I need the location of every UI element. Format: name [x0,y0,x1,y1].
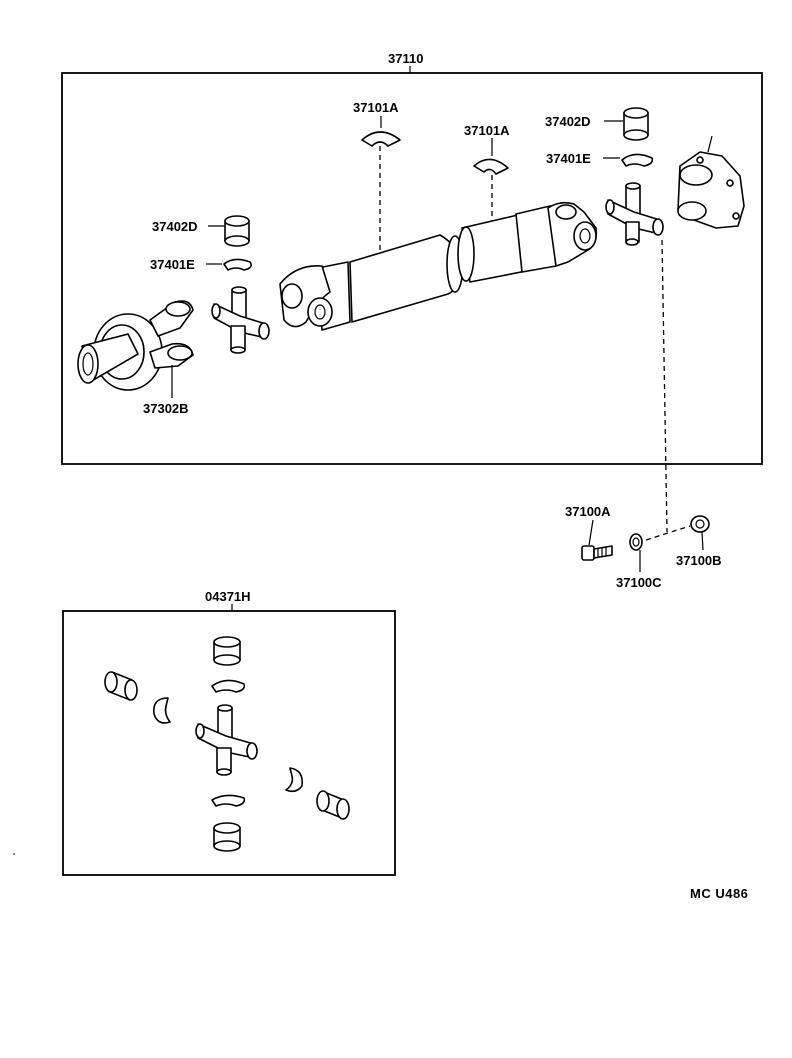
center-bearing-a-left-part[interactable] [361,131,401,147]
nut-part[interactable] [690,515,710,533]
bearing-cup-right-label[interactable]: 37402D [545,114,591,129]
kit-bearing-cup-bottom[interactable] [213,822,241,852]
nut-label[interactable]: 37100B [676,553,722,568]
bearing-cup-right-part[interactable] [623,107,649,141]
sleeve-yoke-part[interactable] [77,300,194,391]
spider-right-part[interactable] [605,182,664,246]
washer-part[interactable] [629,533,643,551]
bolt-part[interactable] [581,545,613,561]
center-bearing-a-right-part[interactable] [473,158,509,175]
scan-speck [13,853,15,855]
center-bearing-a-right-label[interactable]: 37101A [464,123,510,138]
propeller-shaft-rear-part[interactable] [457,201,598,283]
reference-code: MC U486 [690,886,748,901]
flange-yoke-part[interactable] [677,151,745,229]
spider-left-part[interactable] [211,286,270,354]
snap-ring-left-part[interactable] [223,258,252,271]
spider-kit-label[interactable]: 04371H [205,589,251,604]
kit-snap-ring-top[interactable] [211,679,246,693]
kit-bearing-cup-right[interactable] [316,790,350,820]
propeller-shaft-part[interactable] [279,234,464,331]
center-bearing-a-left-label[interactable]: 37101A [353,100,399,115]
snap-ring-right-part[interactable] [621,153,654,167]
kit-spider[interactable] [195,704,258,776]
bearing-cup-left-part[interactable] [224,215,250,247]
assembly-frame [61,72,763,465]
kit-bearing-cup-top[interactable] [213,636,241,666]
bearing-cup-left-label[interactable]: 37402D [152,219,198,234]
snap-ring-left-label[interactable]: 37401E [150,257,195,272]
washer-label[interactable]: 37100C [616,575,662,590]
kit-snap-ring-left[interactable] [152,697,171,724]
spider-kit-frame [62,610,396,876]
bolt-label[interactable]: 37100A [565,504,611,519]
assembly-label[interactable]: 37110 [388,51,423,66]
snap-ring-right-label[interactable]: 37401E [546,151,591,166]
kit-bearing-cup-left[interactable] [104,671,138,701]
kit-snap-ring-bottom[interactable] [211,794,246,807]
sleeve-yoke-label[interactable]: 37302B [143,401,189,416]
kit-snap-ring-right[interactable] [285,767,304,793]
